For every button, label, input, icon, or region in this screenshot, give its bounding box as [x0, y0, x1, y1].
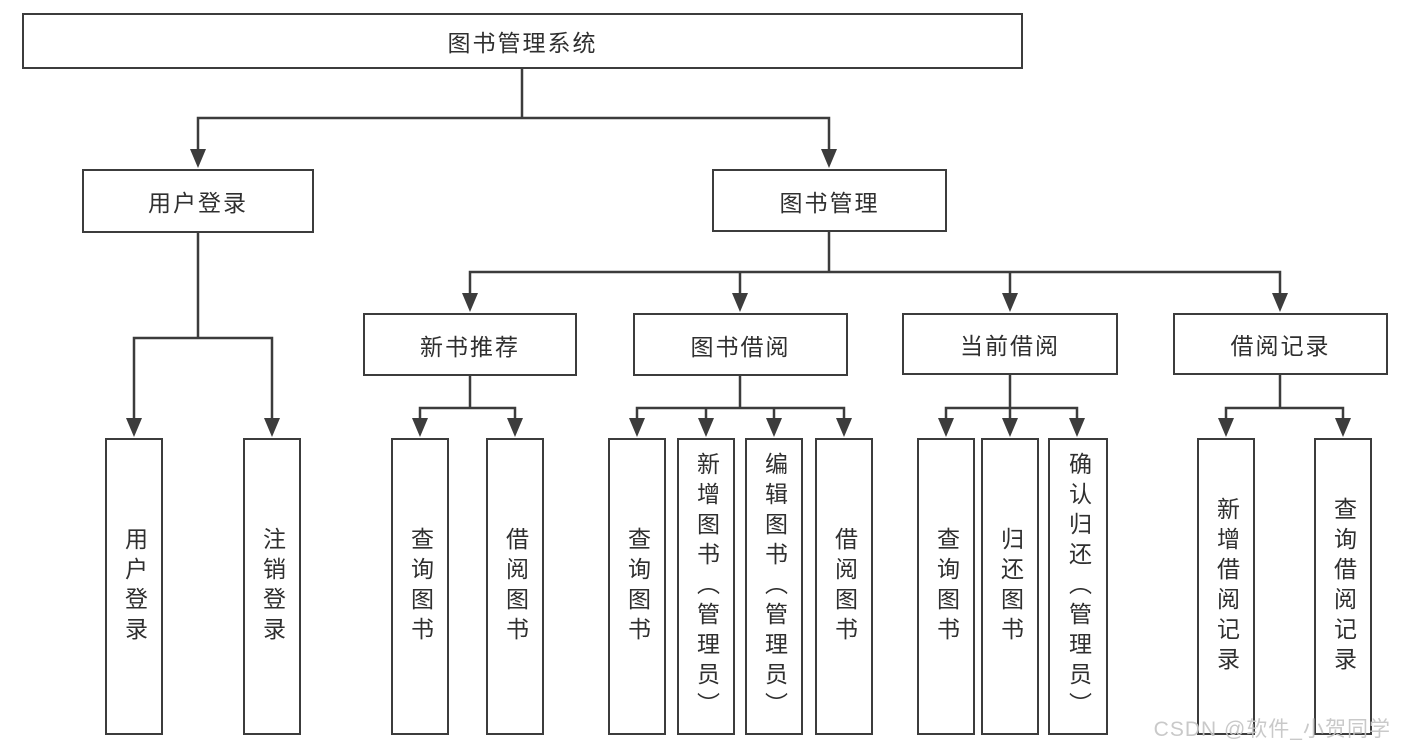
leaf-query-books-recommend: 查询图书	[391, 438, 449, 735]
leaf-borrow-books-borrowing: 借阅图书	[815, 438, 873, 735]
node-new-book-recommend: 新书推荐	[363, 313, 577, 376]
leaf-add-borrow-record: 新增借阅记录	[1197, 438, 1255, 735]
leaf-query-borrow-record: 查询借阅记录	[1314, 438, 1372, 735]
arrowheads	[126, 149, 1351, 437]
node-library-management-system: 图书管理系统	[22, 13, 1023, 69]
node-book-management: 图书管理	[712, 169, 947, 232]
leaf-logout: 注销登录	[243, 438, 301, 735]
leaf-return-book: 归还图书	[981, 438, 1039, 735]
csdn-watermark: CSDN @软件_小贺同学	[1153, 718, 1391, 741]
leaf-add-book-admin: 新增图书（管理员）	[677, 438, 735, 735]
leaf-user-login: 用户登录	[105, 438, 163, 735]
leaf-query-books-borrowing: 查询图书	[608, 438, 666, 735]
node-borrowing-records: 借阅记录	[1173, 313, 1388, 375]
node-book-borrowing: 图书借阅	[633, 313, 848, 376]
leaf-edit-book-admin: 编辑图书（管理员）	[745, 438, 803, 735]
node-current-borrowing: 当前借阅	[902, 313, 1118, 375]
leaf-query-books-current: 查询图书	[917, 438, 975, 735]
node-user-login: 用户登录	[82, 169, 314, 233]
leaf-borrow-books-recommend: 借阅图书	[486, 438, 544, 735]
leaf-confirm-return-admin: 确认归还（管理员）	[1048, 438, 1108, 735]
